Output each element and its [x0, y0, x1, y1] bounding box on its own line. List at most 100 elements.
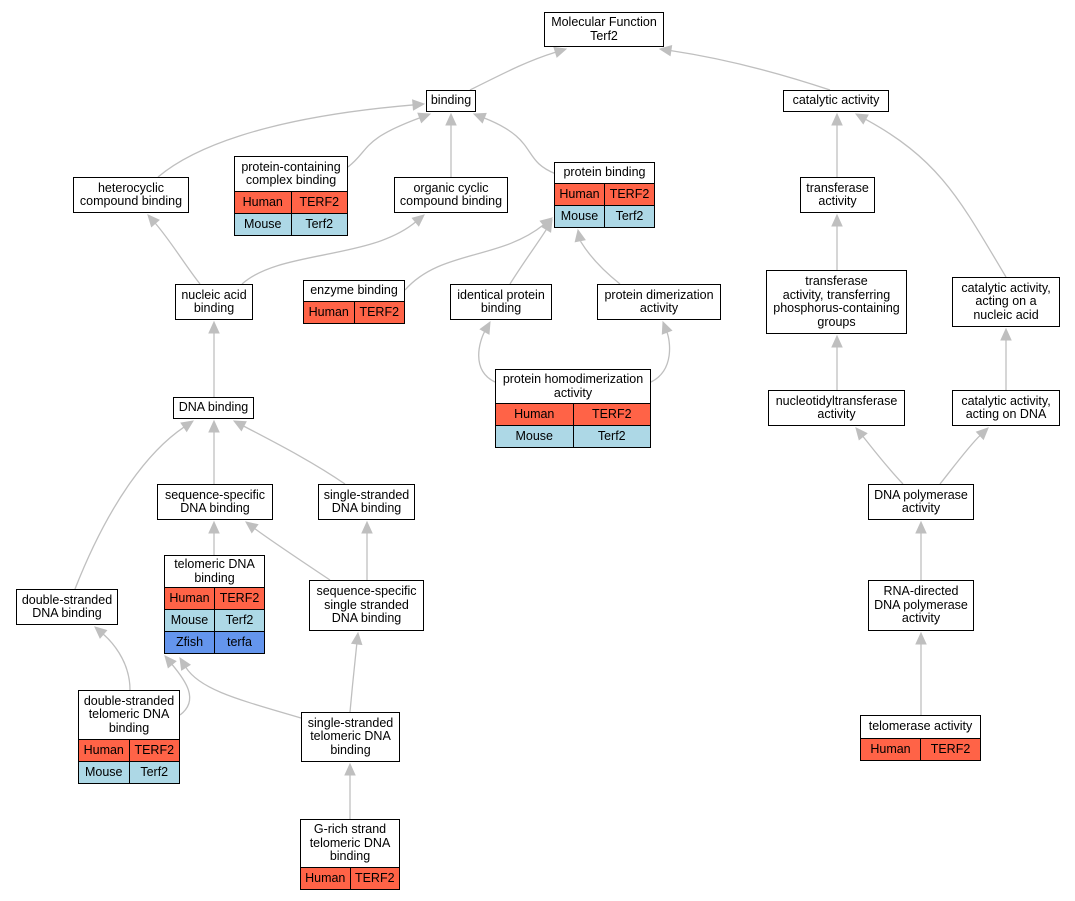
node-catalytic-activity[interactable]: catalytic activity: [783, 90, 889, 112]
arrowhead-dna_binding-to-nucleic_acid_binding: [208, 320, 220, 334]
node-label: single-stranded DNA binding: [323, 487, 410, 515]
arrowhead-telomeric_dna_binding-to-sequence_specific_dna_binding: [208, 520, 220, 534]
gene-name: TERF2: [290, 192, 348, 213]
arrowhead-catalytic_activity-to-molecular_function: [658, 44, 673, 57]
node-sequence-specific-dna-binding[interactable]: sequence-specific DNA binding: [157, 484, 273, 520]
edge-heterocyclic_compound_binding-to-binding: [157, 104, 414, 178]
node-label: transferase activity, transferring phosp…: [773, 274, 900, 329]
node-label: telomerase activity: [868, 719, 973, 734]
species-name: Mouse: [170, 612, 209, 627]
gene-name: TERF2: [604, 184, 654, 205]
node-label: protein-containing complex binding: [241, 159, 341, 187]
node-label: binding: [430, 93, 472, 108]
edge-single_stranded_dna_binding-to-dna_binding: [243, 425, 346, 485]
arrowhead-binding-to-molecular_function: [553, 46, 568, 58]
node-label: sequence-specific DNA binding: [164, 487, 266, 515]
node-rna-directed-dna-polymerase[interactable]: RNA-directed DNA polymerase activity: [868, 580, 974, 631]
edge-nucleic_acid_binding-to-organic_cyclic_compound_binding: [241, 221, 416, 285]
node-label: single-stranded telomeric DNA binding: [307, 715, 394, 757]
node-label: sequence-specific single stranded DNA bi…: [316, 584, 417, 626]
edge-protein_dimerization_activity-to-protein_binding: [579, 240, 621, 285]
edge-identical_protein_binding-to-protein_binding: [509, 229, 547, 285]
arrowhead-protein_homodimerization_activity-to-protein_dimerization_activity: [661, 320, 673, 335]
arrowhead-protein_dimerization_activity-to-protein_binding: [574, 228, 586, 243]
arrowhead-single_stranded_telomeric-to-sequence_specific_single_stranded: [350, 631, 363, 646]
arrowhead-double_stranded_telomeric-to-double_stranded_dna_binding: [94, 626, 108, 639]
species-name: Mouse: [243, 216, 282, 231]
arrowhead-single_stranded_telomeric-to-telomeric_dna_binding: [179, 656, 191, 671]
node-protein-dimerization-activity[interactable]: protein dimerization activity: [597, 284, 721, 320]
species-name: Mouse: [560, 208, 599, 223]
species-name: Zfish: [175, 634, 204, 649]
node-label: heterocyclic compound binding: [79, 180, 183, 208]
node-label: enzyme binding: [310, 283, 398, 298]
node-binding[interactable]: binding: [426, 90, 476, 112]
node-label: protein dimerization activity: [604, 287, 714, 315]
edge-dna_polymerase_activity-to-catalytic_dna: [939, 435, 981, 485]
node-catalytic-dna[interactable]: catalytic activity, acting on DNA: [952, 390, 1060, 426]
node-label: DNA polymerase activity: [874, 487, 968, 515]
species-name: Human: [169, 590, 210, 605]
gene-name: TERF2: [349, 868, 400, 889]
node-label: catalytic activity, acting on DNA: [961, 393, 1051, 421]
node-label: nucleotidyltransferase activity: [775, 393, 898, 421]
node-label: telomeric DNA binding: [174, 557, 255, 585]
node-heterocyclic-compound-binding[interactable]: heterocyclic compound binding: [73, 177, 189, 213]
arrowhead-organic_cyclic_compound_binding-to-binding: [445, 112, 457, 126]
gene-name: TERF2: [353, 302, 405, 323]
arrowhead-dna_polymerase_activity-to-nucleotidyltransferase_activity: [855, 427, 868, 441]
node-sequence-specific-single-stranded[interactable]: sequence-specific single stranded DNA bi…: [309, 580, 424, 631]
node-dna-binding[interactable]: DNA binding: [173, 397, 254, 419]
arrowhead-sequence_specific_single_stranded-to-single_stranded_dna_binding: [361, 520, 373, 534]
species-name: Human: [308, 304, 349, 319]
edge-double_stranded_dna_binding-to-dna_binding: [74, 426, 185, 590]
node-identical-protein-binding[interactable]: identical protein binding: [450, 284, 552, 320]
arrowhead-catalytic_nucleic_acid-to-catalytic_activity: [854, 113, 869, 125]
gene-name: Terf2: [214, 610, 264, 631]
species-name: Human: [514, 406, 555, 421]
node-molecular-function[interactable]: Molecular Function Terf2: [544, 12, 664, 47]
gene-name: Terf2: [604, 206, 654, 227]
node-double-stranded-dna-binding[interactable]: double-stranded DNA binding: [16, 589, 118, 625]
arrowhead-heterocyclic_compound_binding-to-binding: [412, 99, 426, 111]
edge-binding-to-molecular_function: [469, 51, 556, 91]
node-nucleotidyltransferase-activity[interactable]: nucleotidyltransferase activity: [768, 390, 905, 426]
gene-name: TERF2: [920, 739, 980, 760]
edge-single_stranded_telomeric-to-sequence_specific_single_stranded: [349, 643, 358, 713]
node-transferase-phosphorus[interactable]: transferase activity, transferring phosp…: [766, 270, 907, 334]
arrowhead-protein_containing_complex_binding-to-binding: [417, 112, 432, 124]
gene-name: terfa: [214, 632, 264, 653]
node-nucleic-acid-binding[interactable]: nucleic acid binding: [175, 284, 253, 320]
node-dna-polymerase-activity[interactable]: DNA polymerase activity: [868, 484, 974, 520]
species-name: Human: [559, 186, 600, 201]
gene-name: Terf2: [128, 762, 180, 783]
edge-protein_binding-to-binding: [483, 117, 557, 175]
node-single-stranded-dna-binding[interactable]: single-stranded DNA binding: [318, 484, 415, 520]
node-single-stranded-telomeric[interactable]: single-stranded telomeric DNA binding: [301, 712, 400, 762]
species-row-human: Human TERF2: [304, 301, 404, 323]
node-catalytic-nucleic-acid[interactable]: catalytic activity, acting on a nucleic …: [952, 277, 1060, 327]
gene-name: Terf2: [572, 426, 651, 447]
node-organic-cyclic-compound-binding[interactable]: organic cyclic compound binding: [394, 177, 508, 213]
node-label: double-stranded telomeric DNA binding: [83, 693, 175, 735]
node-transferase-activity[interactable]: transferase activity: [800, 177, 875, 213]
arrowhead-nucleotidyltransferase_activity-to-transferase_phosphorus: [831, 334, 843, 348]
node-label: catalytic activity: [792, 93, 880, 108]
edge-nucleic_acid_binding-to-heterocyclic_compound_binding: [154, 222, 201, 285]
node-label: catalytic activity, acting on a nucleic …: [961, 280, 1051, 322]
